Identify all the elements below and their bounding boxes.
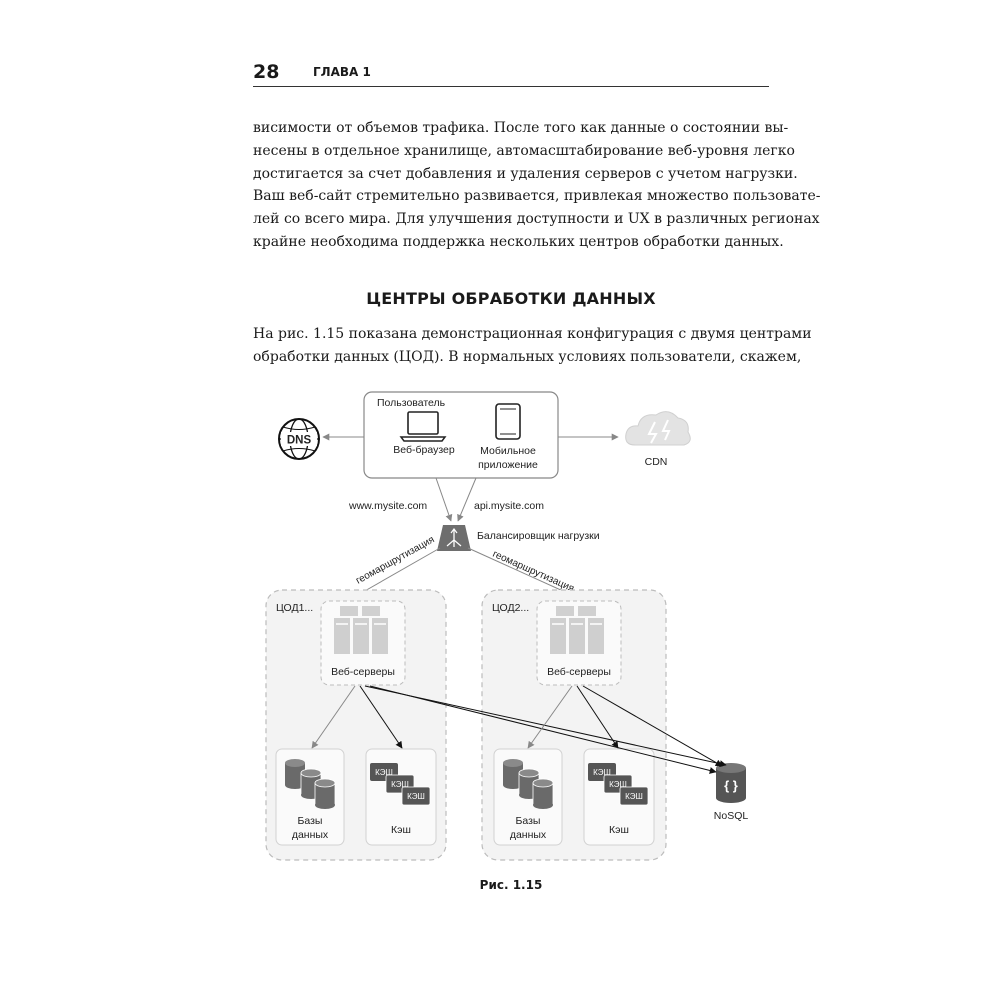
arrow-lb-to-dc2 [467, 547, 575, 597]
dc1-cache-label: Кэш [391, 824, 411, 836]
arrow-lb-to-dc1 [355, 547, 441, 597]
cdn-cloud-icon [625, 411, 691, 446]
laptop-icon [399, 411, 447, 442]
dns-label: DNS [287, 435, 312, 447]
cache-tag: КЭШ [625, 792, 643, 801]
database-icon [285, 759, 336, 809]
mobile-app-line1: Мобильное [480, 445, 536, 457]
nosql-label: NoSQL [714, 810, 749, 822]
dc2-cache-label: Кэш [609, 824, 629, 836]
arrow-dc1-web-to-cache [359, 685, 403, 749]
mobile-app-line2: приложение [478, 459, 538, 471]
paragraph-3: На рис. 1.15 показана демонстрационная к… [253, 323, 812, 369]
paragraph-line: достигается за счет добавления и удалени… [253, 166, 798, 182]
paragraph-line: лей со всего мира. Для улучшения доступн… [253, 211, 820, 227]
page-header: 28 ГЛАВА 1 [253, 60, 769, 87]
nosql-database-icon: { } [716, 763, 746, 803]
arrow-dc1-web-to-nosql-2 [369, 685, 717, 774]
geo-routing-left-label: геомаршрутизация [354, 534, 436, 586]
arrow-dc1-web-to-db [311, 685, 356, 749]
cdn-label: CDN [645, 456, 668, 468]
paragraph-1: висимости от объемов трафика. После того… [253, 117, 798, 186]
arrow-dc2-web-to-db [527, 685, 573, 749]
web-server-rack-icon [334, 606, 388, 654]
load-balancer-label: Балансировщик нагрузки [477, 530, 600, 542]
chapter-label: ГЛАВА 1 [313, 65, 371, 79]
dc2-db-line2: данных [510, 829, 547, 841]
api-domain-label: api.mysite.com [474, 500, 544, 512]
figure-caption: Рис. 1.15 [479, 878, 543, 892]
cache-icon: КЭШ КЭШ КЭШ [588, 763, 649, 806]
dc1-db-line1: Базы [298, 815, 323, 827]
cache-icon: КЭШ КЭШ КЭШ [370, 763, 431, 806]
cache-tag: КЭШ [609, 780, 627, 789]
paragraph-line: висимости от объемов трафика. После того… [253, 120, 789, 136]
user-label: Пользователь [377, 397, 446, 409]
web-server-rack-icon [550, 606, 604, 654]
paragraph-2: Ваш веб-сайт стремительно развивается, п… [253, 185, 821, 254]
paragraph-line: несены в отдельное хранилище, автомасшта… [253, 143, 795, 159]
page-number: 28 [253, 61, 280, 83]
load-balancer-icon [437, 525, 471, 551]
datacenter-2: ЦОД2... Веб-серверы Базы данных [481, 589, 667, 861]
web-domain-label: www.mysite.com [348, 500, 427, 512]
cache-tag: КЭШ [391, 780, 409, 789]
nosql-glyph: { } [724, 778, 738, 793]
paragraph-line: обработки данных (ЦОД). В нормальных усл… [253, 349, 802, 365]
paragraph-line: крайне необходима поддержка нескольких ц… [253, 234, 784, 250]
dc2-title: ЦОД2... [492, 602, 529, 614]
dc1-web-servers-label: Веб-серверы [331, 666, 395, 678]
arrow-api-to-lb [457, 477, 477, 522]
paragraph-line: Ваш веб-сайт стремительно развивается, п… [253, 188, 821, 204]
datacenter-1: ЦОД1... Веб-серверы Базы данных [265, 589, 447, 861]
user-box: Пользователь Веб-браузер Мобильное прило… [363, 391, 559, 479]
dc1-title: ЦОД1... [276, 602, 313, 614]
database-icon [503, 759, 554, 809]
smartphone-icon [495, 403, 521, 440]
web-browser-label: Веб-браузер [393, 444, 455, 456]
arrow-web-to-lb [435, 477, 453, 522]
paragraph-line: На рис. 1.15 показана демонстрационная к… [253, 326, 812, 342]
dns-globe-icon: DNS [278, 418, 320, 460]
dc2-db-line1: Базы [516, 815, 541, 827]
cache-tag: КЭШ [593, 768, 611, 777]
cache-tag: КЭШ [375, 768, 393, 777]
dc1-db-line2: данных [292, 829, 329, 841]
arrow-dc1-web-to-nosql [364, 685, 727, 768]
section-heading: ЦЕНТРЫ ОБРАБОТКИ ДАННЫХ [366, 289, 656, 308]
arrow-dc2-web-to-nosql [582, 685, 723, 767]
dc2-web-servers-label: Веб-серверы [547, 666, 611, 678]
geo-routing-right-label: геомаршрутизация [491, 549, 576, 595]
arrow-dc2-web-to-cache [576, 685, 619, 749]
cache-tag: КЭШ [407, 792, 425, 801]
